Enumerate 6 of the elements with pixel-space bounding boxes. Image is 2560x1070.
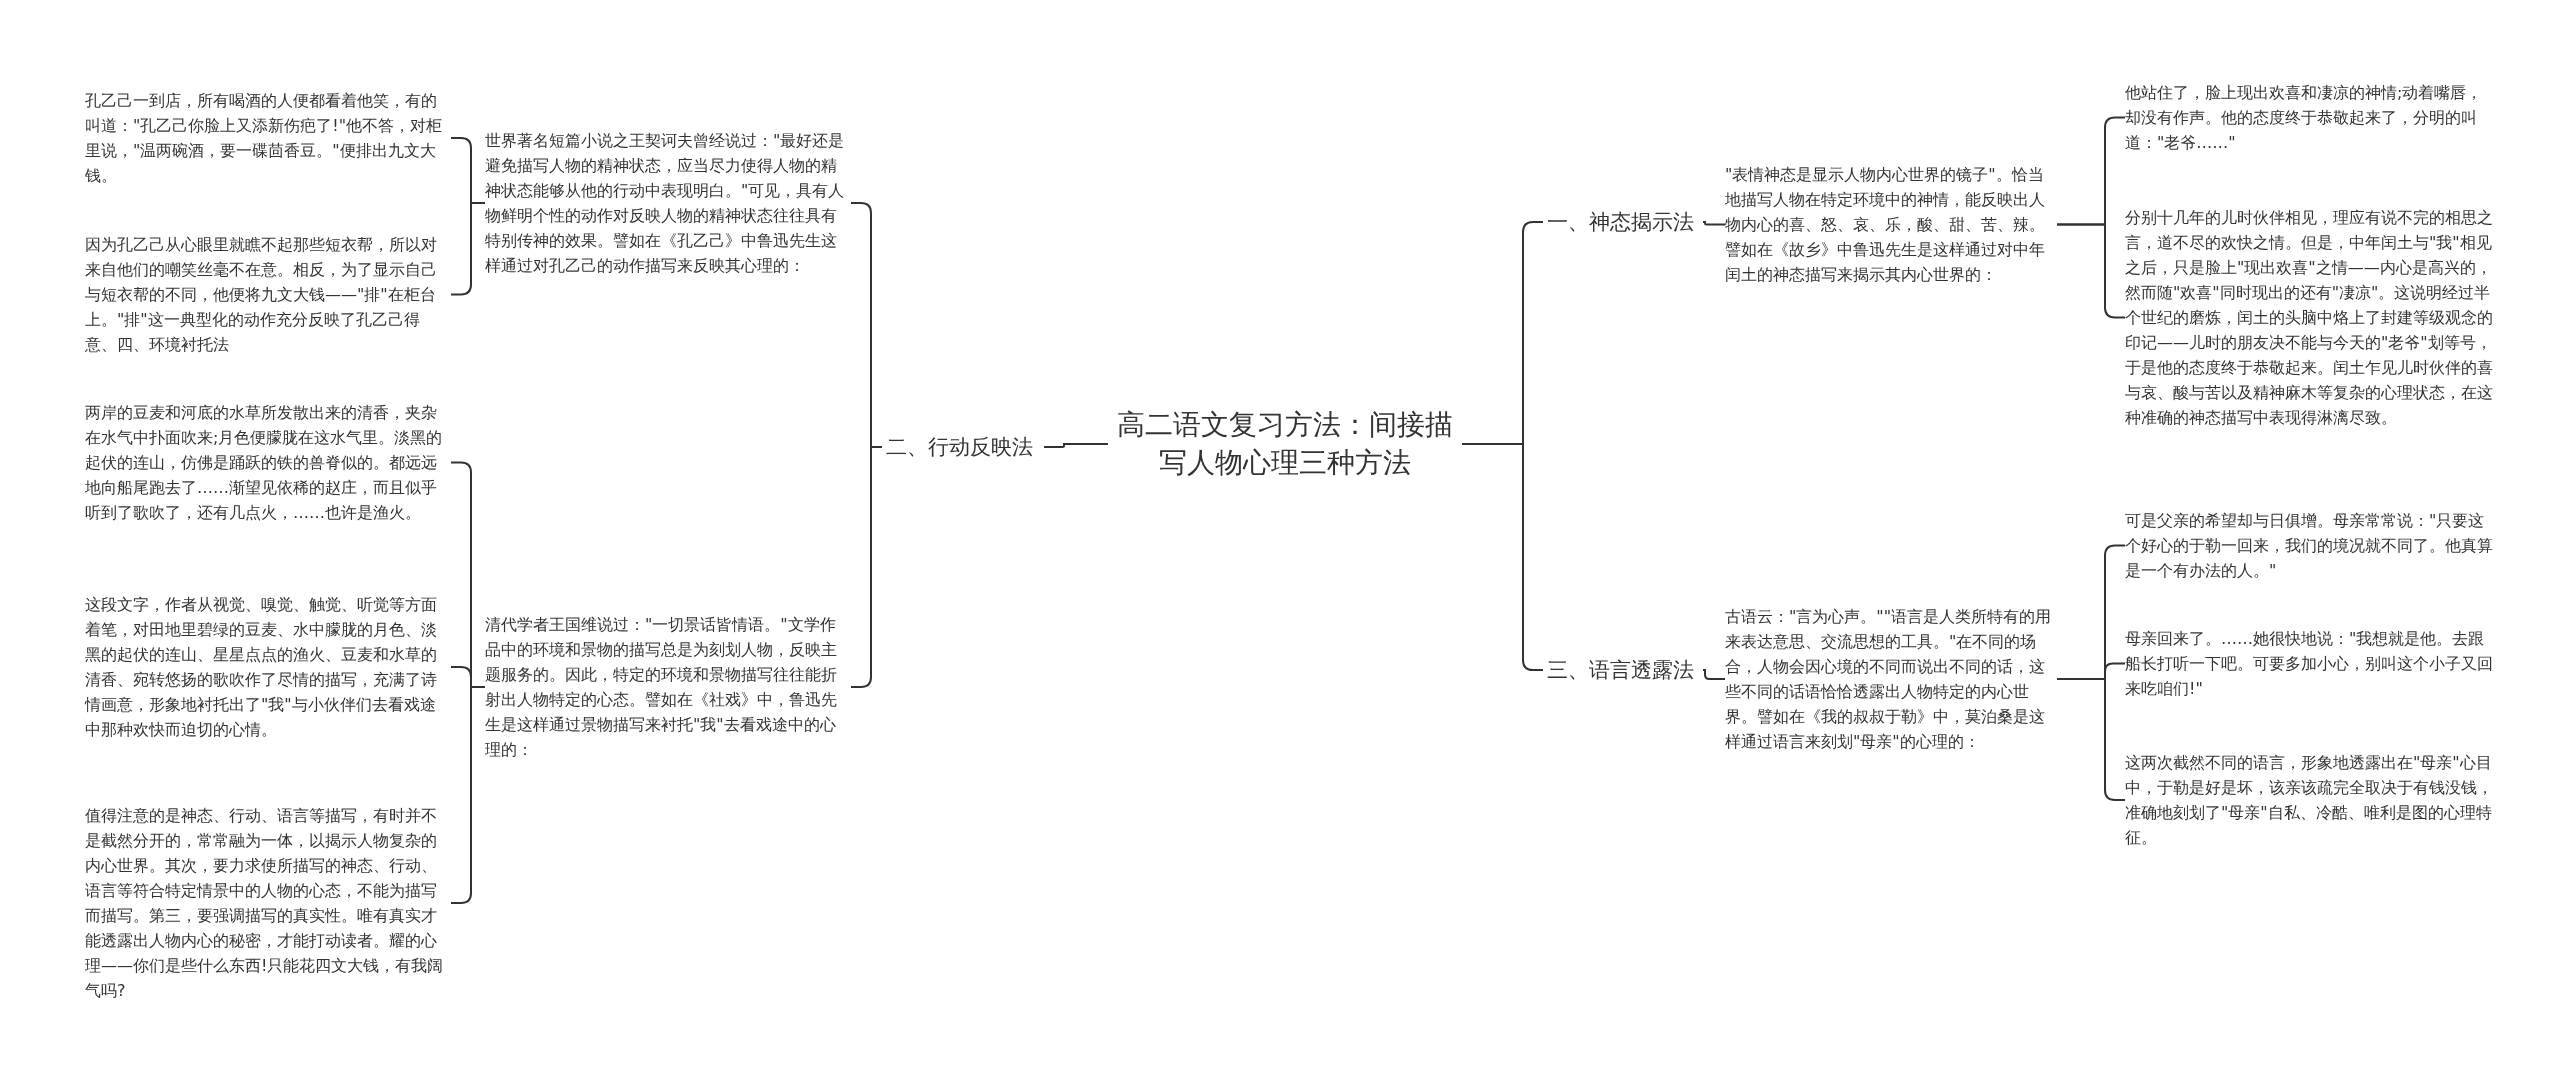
connector-line xyxy=(1702,669,1726,680)
connector-line xyxy=(2056,223,2126,319)
connector-line xyxy=(1702,221,1726,226)
connector-line xyxy=(1461,443,1544,671)
connector-line xyxy=(1043,443,1109,448)
connector-line xyxy=(2056,678,2126,801)
